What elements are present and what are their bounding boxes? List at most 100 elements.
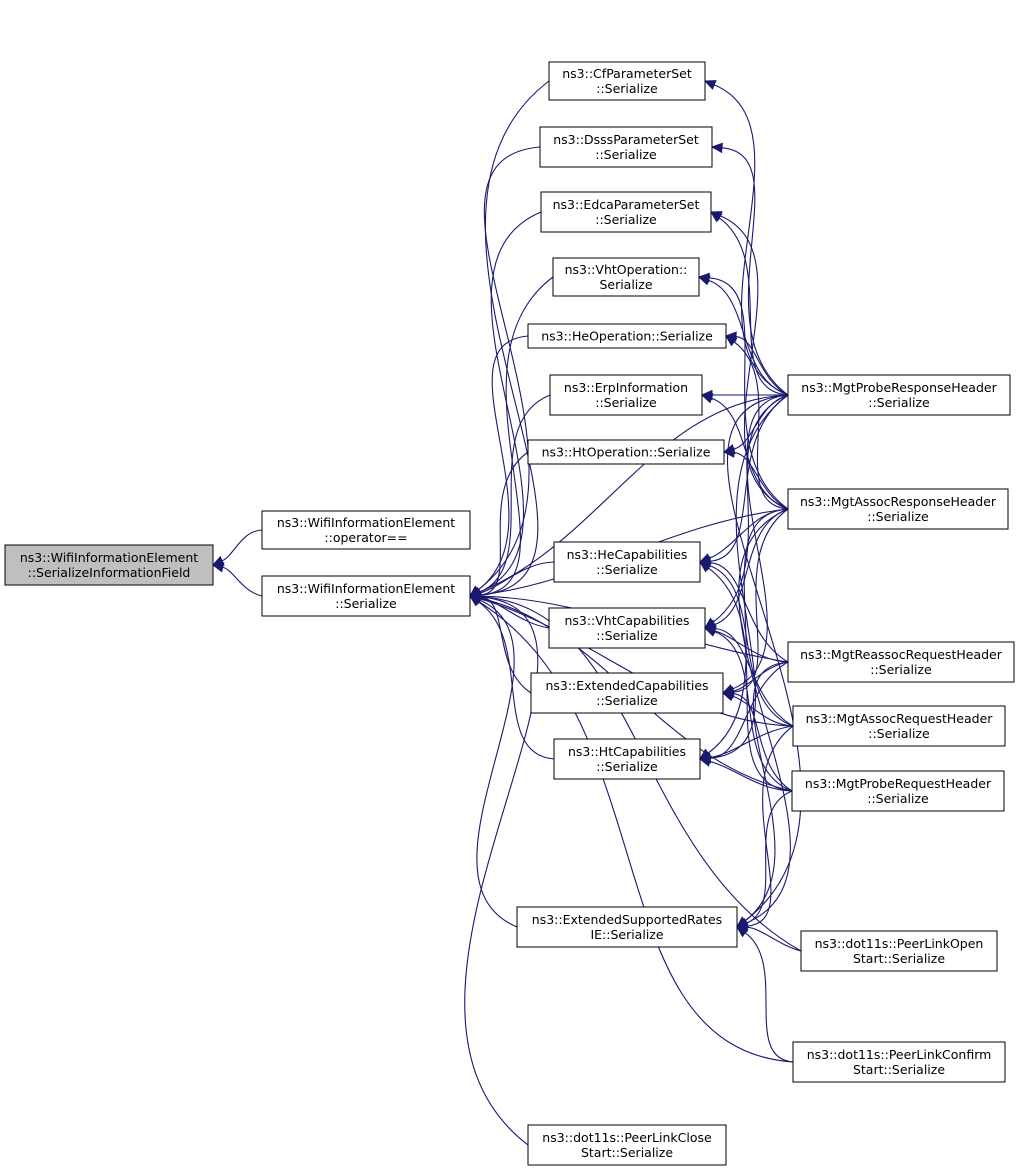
edge-line [709,760,793,792]
node-label: ns3::HeOperation::Serialize [541,329,713,344]
node-label: ::Serialize [596,562,658,577]
edge-line [479,80,550,596]
node-assocreq[interactable]: ns3::MgtAssocRequestHeader::Serialize [792,705,1006,747]
node-htcap[interactable]: ns3::HtCapabilities::Serialize [553,738,701,780]
edge-line [476,599,518,928]
node-label: Start::Serialize [581,1145,673,1160]
node-reassocreq[interactable]: ns3::MgtReassocRequestHeader::Serialize [787,641,1015,683]
edge-probersp-to-hecap [698,394,789,567]
edge-assocreq-to-esr [735,725,794,932]
edge-line [721,147,789,396]
edge-line [714,508,789,626]
node-label: ns3::VhtCapabilities [564,613,689,628]
arrowhead-icon [710,142,723,154]
edge-line [708,277,789,510]
node-label: ::operator== [324,530,407,545]
node-box [787,641,1015,683]
edge-probereq-to-htcap [698,756,793,792]
edge-opeq-to-root [211,529,263,566]
node-erp[interactable]: ns3::ErpInformation::Serialize [549,374,703,416]
arrowhead-icon [211,562,225,573]
node-label: ::Serialize [868,395,930,410]
edge-line [464,596,539,1146]
node-layer: ns3::WifiInformationElement::SerializeIn… [4,61,1015,1166]
edge-extcap-to-ser [468,591,532,694]
arrowhead-icon [736,926,749,938]
node-label: ::Serialize [596,759,658,774]
node-box [552,257,700,297]
node-root[interactable]: ns3::WifiInformationElement::SerializeIn… [4,544,214,586]
node-probersp[interactable]: ns3::MgtProbeResponseHeader::Serialize [787,374,1011,416]
node-box [792,705,1006,747]
edge-line [479,394,789,593]
node-label: ns3::MgtProbeRequestHeader [805,776,992,791]
node-label: ::Serialize [867,509,929,524]
arrowhead-icon [699,561,712,573]
edge-plconfirm-to-ser [468,595,794,1063]
node-cf[interactable]: ns3::CfParameterSet::Serialize [548,61,706,101]
node-vhtcap[interactable]: ns3::VhtCapabilities::Serialize [548,607,706,649]
edge-line [733,452,789,510]
node-assocrsp[interactable]: ns3::MgtAssocResponseHeader::Serialize [787,488,1009,530]
edge-line [222,566,263,597]
node-box [548,607,706,649]
node-box [548,61,706,101]
node-label: ns3::EdcaParameterSet [553,197,700,212]
node-htop[interactable]: ns3::HtOperation::Serialize [527,439,725,465]
node-box [791,770,1005,812]
edge-hecap-to-ser [468,561,555,599]
node-ser[interactable]: ns3::WifiInformationElement::Serialize [261,575,471,617]
edge-line [221,529,263,562]
edge-line [744,661,789,922]
node-label: ns3::MgtProbeResponseHeader [801,380,997,395]
edge-line [479,276,554,596]
edge-line [732,693,793,792]
edge-line [732,394,789,690]
node-label: ns3::ExtendedSupportedRates [532,912,722,927]
edge-line [711,397,789,510]
edge-assocreq-to-htcap [698,725,794,763]
edge-plclose-to-ser [464,591,539,1146]
node-label: ::Serialize [868,726,930,741]
node-plconfirm[interactable]: ns3::dot11s::PeerLinkConfirmStart::Seria… [792,1041,1006,1083]
node-extcap[interactable]: ns3::ExtendedCapabilities::Serialize [530,672,724,714]
node-label: ns3::VhtOperation:: [565,262,688,277]
node-heop[interactable]: ns3::HeOperation::Serialize [527,323,727,349]
edge-line [732,695,794,727]
node-opeq[interactable]: ns3::WifiInformationElement::operator== [261,510,471,550]
node-dsss[interactable]: ns3::DsssParameterSet::Serialize [539,126,713,168]
node-label: Start::Serialize [853,951,945,966]
node-vhtop[interactable]: ns3::VhtOperation::Serialize [552,257,700,297]
node-plopen[interactable]: ns3::dot11s::PeerLinkOpenStart::Serializ… [800,930,998,972]
node-box [530,672,724,714]
edge-line [479,451,529,596]
node-box [787,374,1011,416]
node-box [549,374,703,416]
arrowhead-icon [700,393,714,404]
node-probereq[interactable]: ns3::MgtProbeRequestHeader::Serialize [791,770,1005,812]
arrowhead-icon [703,626,717,637]
node-plclose[interactable]: ns3::dot11s::PeerLinkCloseStart::Seriali… [527,1124,727,1166]
node-box [539,126,713,168]
node-label: ::Serialize [335,596,397,611]
node-label: ns3::ExtendedCapabilities [545,678,708,693]
node-box [553,541,701,583]
node-label: ::Serialize [867,791,929,806]
edge-line [738,508,791,924]
node-hecap[interactable]: ns3::HeCapabilities::Serialize [553,541,701,583]
edge-line [744,932,794,1063]
edge-line [727,394,802,922]
edge-ser-to-root [211,562,263,597]
edge-dsss-to-ser [469,146,541,597]
node-box [527,439,725,465]
edge-line [732,508,789,693]
node-label: ns3::ErpInformation [564,380,688,395]
arrowhead-icon [468,595,482,607]
node-label: ::Serialize [596,628,658,643]
edge-line [707,508,789,754]
edge-probereq-to-vhtcap [703,626,793,792]
node-label: IE::Serialize [590,927,663,942]
edge-assocrsp-to-htop [722,447,789,510]
node-edca[interactable]: ns3::EdcaParameterSet::Serialize [540,191,712,233]
